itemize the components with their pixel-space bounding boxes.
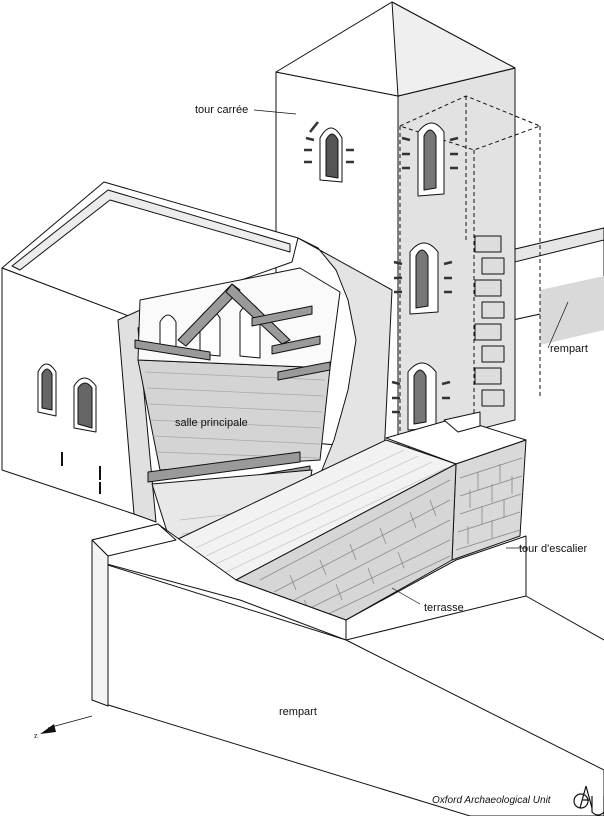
tower-window [407,362,437,431]
square-tower [275,1,541,451]
tower-window [417,122,445,197]
label-salle-principale: salle principale [175,417,248,429]
leader-lines [253,109,569,605]
right-rampart [489,227,604,345]
label-terrasse: terrasse [424,602,464,614]
tower-window [319,127,343,183]
north-arrow-icon [40,715,93,734]
label-rempart-right: rempart [550,343,588,355]
front-rampart [91,523,604,817]
credit-text: Oxford Archaeological Unit [432,795,551,806]
tower-window [409,242,439,315]
north-arrow-letter: z [34,731,38,740]
label-tour-carree: tour carrée [195,104,249,116]
stair-tower-block [385,411,527,561]
label-tour-escalier: tour d'escalier [519,543,588,555]
label-rempart-front: rempart [279,706,317,718]
